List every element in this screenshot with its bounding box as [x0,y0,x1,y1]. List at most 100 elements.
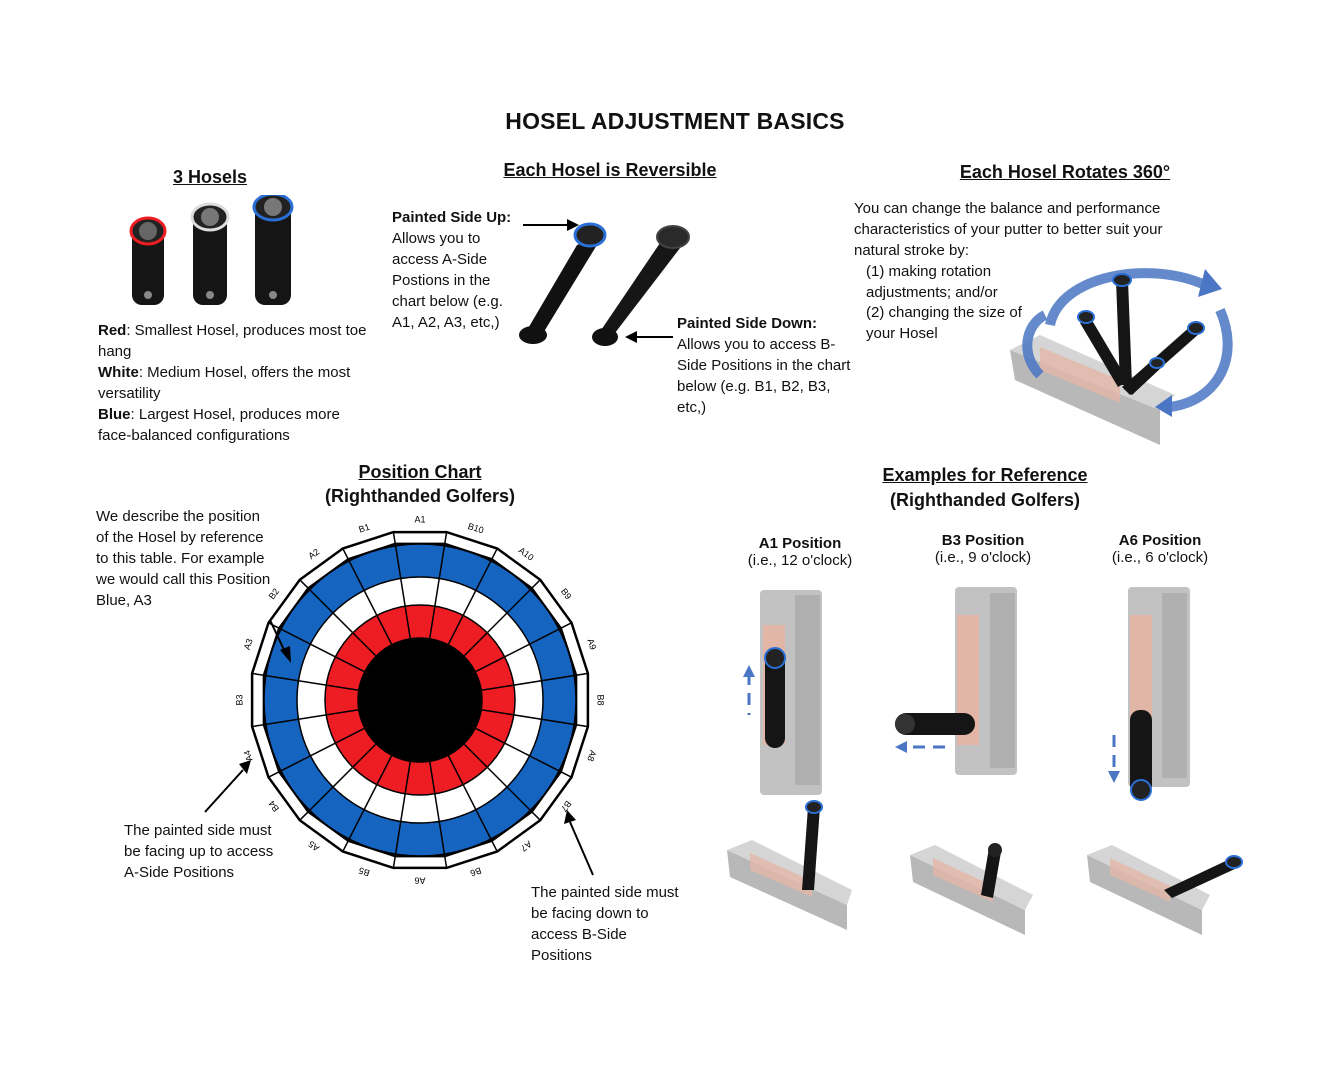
example-a6: A6 Position (i.e., 6 o'clock) [1090,532,1230,566]
blue-hosel-icon [252,195,294,305]
arrow-up-icon [743,665,755,677]
putter-perspective-a1 [727,800,852,930]
red-hosel-icon [129,216,167,305]
rotation-arrowhead-icon [1198,269,1222,297]
arrow-to-b7 [564,810,594,876]
chart-spoke [447,548,498,646]
position-a3-arrow [269,619,291,663]
note-b-side: The painted side must be facing down to … [531,884,679,964]
chart-spoke [428,761,448,869]
chart-spoke [342,754,393,852]
chart-spoke [268,727,366,778]
rotation-arrowhead-icon [1155,395,1172,417]
examples-subheading: (Righthanded Golfers) [890,490,1080,510]
position-label: A5 [306,839,321,854]
chart-spoke [474,727,572,778]
arrow-right-icon [567,219,579,231]
chart-spoke [463,579,541,657]
hosels-heading: 3 Hosels [172,167,248,187]
blue-label: Blue [98,406,131,423]
rotated-hosels-icon [1077,273,1205,395]
page-title: HOSEL ADJUSTMENT BASICS [505,108,845,134]
chart-spoke [481,708,589,728]
putter-perspective-b3 [910,843,1033,935]
position-chart-heading: Position Chart [358,462,482,482]
position-label: B3 [234,694,244,705]
example-b3: B3 Position (i.e., 9 o'clock) [913,532,1053,566]
examples-heading: Examples for Reference [882,465,1088,485]
rotation-illustration [1010,268,1233,445]
chart-spoke [481,672,589,692]
hosel-painted-down-icon [592,225,690,346]
red-label: Red [98,322,127,339]
hosels-description: Red: Smallest Hosel, produces most toe h… [98,322,367,444]
position-label: B1 [357,522,371,535]
arrow-left-icon [895,741,907,753]
position-label: A2 [306,547,321,562]
putter-top-view-a6 [1108,587,1190,801]
rotates-heading: Each Hosel Rotates 360° [959,162,1171,182]
rotates-intro: You can change the balance and performan… [854,200,1163,259]
position-chart-subheading: (Righthanded Golfers) [325,486,515,506]
position-label: B4 [267,799,282,814]
example-name: A6 Position [1118,532,1202,549]
chart-spoke [392,761,412,869]
position-label: A6 [414,876,425,886]
position-label: B6 [469,865,483,878]
chart-spoke [251,708,359,728]
putter-top-view-b3 [895,587,1017,775]
chart-spoke [474,622,572,673]
example-name: A1 Position [758,535,842,552]
position-chart: A1B10A10B9A9B8A8B7A7B6A6B5A5B4A4B3A3B2A2… [234,514,606,886]
white-hosel-icon [190,202,230,305]
position-label: B8 [596,694,606,705]
position-label: A9 [585,637,598,651]
position-label: B10 [467,521,485,535]
chart-spoke [447,754,498,852]
reversible-hosels-illustration [519,219,690,346]
example-a1: A1 Position (i.e., 12 o'clock) [730,535,870,569]
putter-head-icon [1010,335,1175,445]
position-label: A7 [519,839,534,854]
chart-spoke [342,548,393,646]
chart-spoke [463,743,541,821]
rotates-item-1: (1) making rotation adjustments; and/or [866,263,998,301]
reversible-heading: Each Hosel is Reversible [503,160,717,180]
example-clock: (i.e., 12 o'clock) [747,552,853,569]
note-a-side: The painted side must be facing up to ac… [124,822,274,881]
position-label: B9 [559,586,574,601]
putter-perspective-a6 [1087,845,1243,935]
painted-side-down-label: Painted Side Down: [677,315,818,332]
example-clock: (i.e., 9 o'clock) [934,549,1032,566]
example-clock: (i.e., 6 o'clock) [1111,549,1209,566]
position-label: A4 [242,749,255,763]
position-label: B5 [357,865,371,878]
chart-spoke [428,531,448,639]
arrow-left-icon [625,331,637,343]
rotation-arrows-icon [1022,268,1233,412]
arrow-up-icon [239,760,251,774]
position-label: B2 [267,586,282,601]
chart-spoke [299,579,377,657]
position-chart-description: We describe the position of the Hosel by… [96,508,271,609]
position-label: A1 [414,514,425,524]
position-label: A10 [517,545,536,563]
arrow-up-icon [564,810,576,824]
painted-side-up-label: Painted Side Up: [392,209,512,226]
white-label: White [98,364,139,381]
example-name: B3 Position [941,532,1025,549]
chart-spoke [299,743,377,821]
arrow-down-icon [1108,771,1120,783]
chart-spoke [251,672,359,692]
ring-black-center [357,637,483,763]
chart-spoke [392,531,412,639]
arrow-to-a4 [204,760,251,813]
arrow-down-icon [280,646,291,663]
chart-spoke [268,622,366,673]
position-spokes [251,531,589,869]
position-label: A3 [242,637,255,651]
painted-side-up-text: Painted Side Up: Allows you to access A-… [392,209,512,331]
three-hosels-illustration [129,195,294,305]
position-label: A8 [585,749,598,763]
hosel-painted-up-icon [519,222,607,344]
